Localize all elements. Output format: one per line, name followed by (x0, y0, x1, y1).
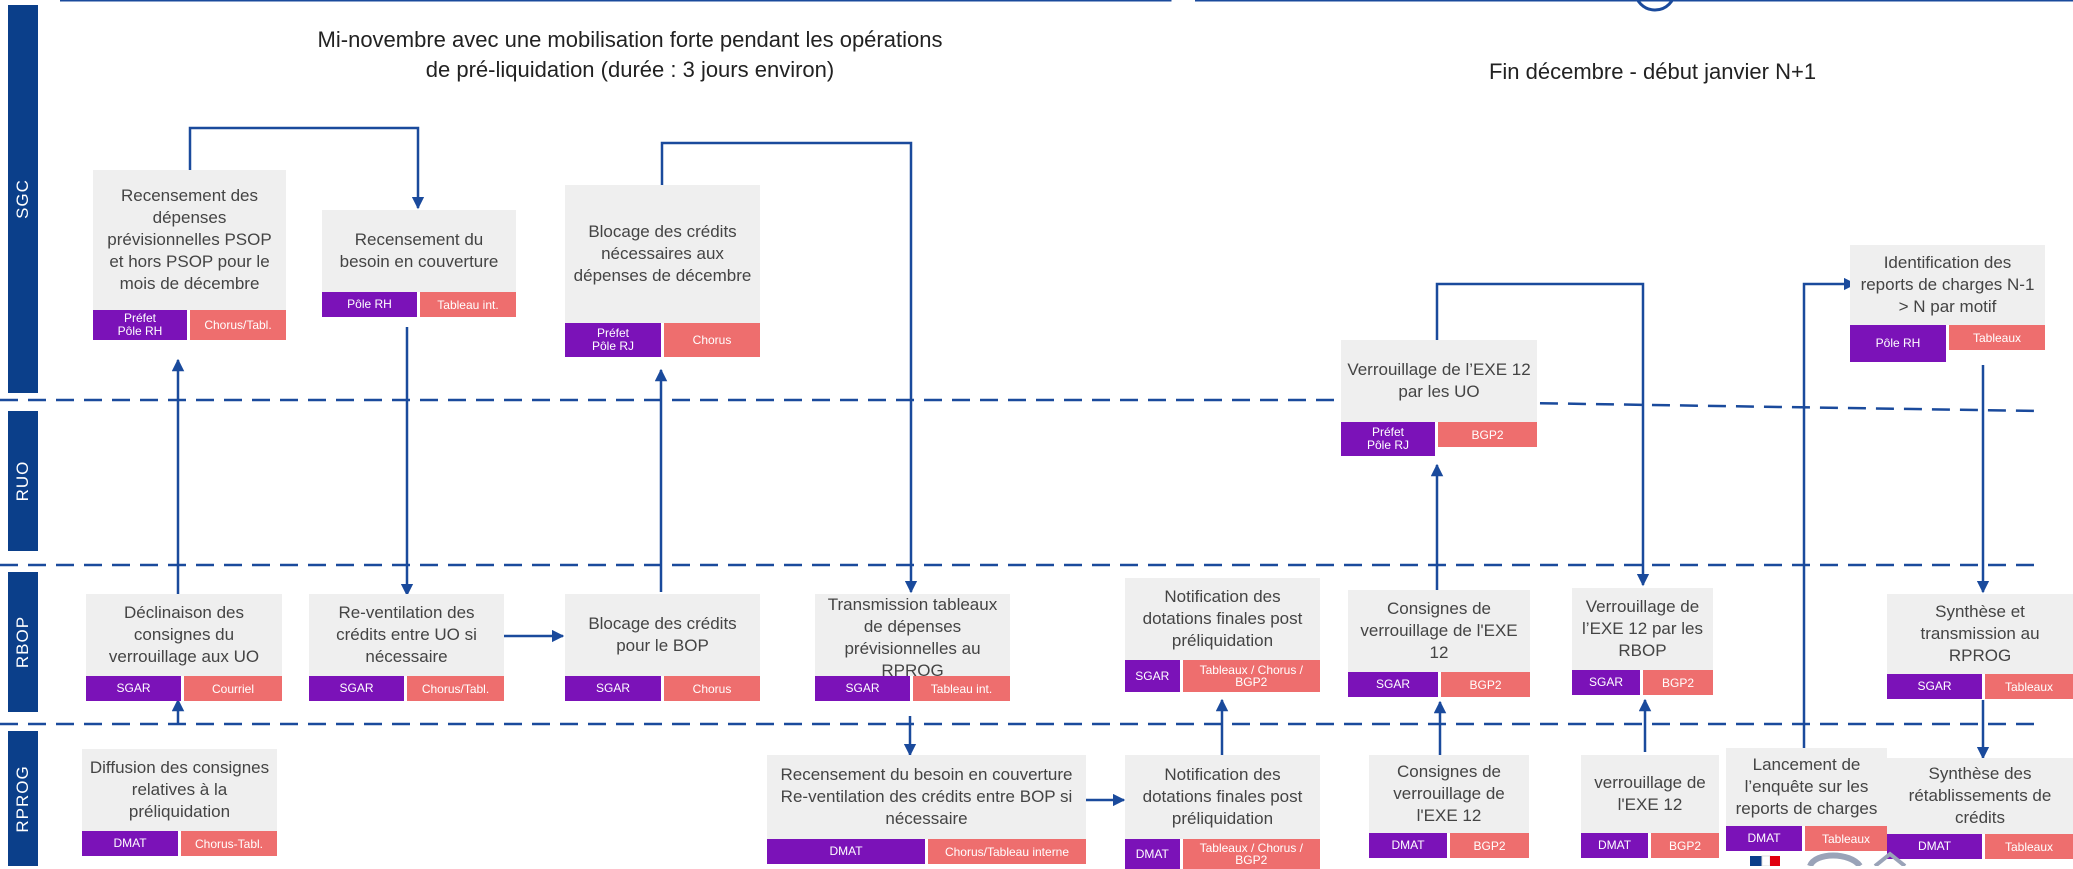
card-consignes-verrouillage-rprog: Consignes de verrouillage de l'EXE 12 DM… (1369, 755, 1529, 858)
phase-header-line: Fin décembre - début janvier N+1 (1488, 59, 1817, 84)
card-verrouillage-uo: Verrouillage de l’EXE 12 par les UO Préf… (1341, 340, 1537, 456)
card-diffusion-consignes: Diffusion des consignes relatives à la p… (82, 749, 277, 856)
tool-tag: BGP2 (1643, 670, 1713, 695)
card-text: Identification des reports de charges N-… (1850, 245, 2045, 325)
card-declinaison-consignes: Déclinaison des consignes du verrouillag… (86, 594, 282, 701)
card-recensement-besoin: Recensement du besoin en couverture Pôle… (322, 210, 516, 317)
actor-tag: Pôle RH (322, 292, 417, 317)
tool-tag: Chorus/Tabl. (190, 310, 286, 340)
card-recensement-reventilation-bop: Recensement du besoin en couverture Re-v… (767, 755, 1086, 864)
arrow-c4-c12 (1435, 282, 1650, 587)
actor-tag: DMAT (1726, 826, 1802, 851)
card-text: Consignes de verrouillage de l'EXE 12 (1369, 755, 1529, 833)
actor-tag: SGAR (1125, 660, 1180, 692)
actor-tag: DMAT (1581, 833, 1648, 858)
lane-separator-1 (0, 398, 2041, 413)
lane-sgc: SGC (8, 5, 38, 393)
card-text: Notification des dotations finales post … (1125, 755, 1320, 839)
actor-tag: Préfet Pôle RJ (565, 323, 661, 357)
card-text: Verrouillage de l’EXE 12 par les UO (1341, 340, 1537, 422)
card-text: Verrouillage de l’EXE 12 par les RBOP (1572, 588, 1713, 670)
tool-tag: Tableaux (1949, 325, 2045, 350)
card-lancement-enquete: Lancement de l’enquête sur les reports d… (1726, 748, 1887, 851)
tool-tag: Courriel (184, 676, 282, 701)
card-text: Recensement du besoin en couverture Re-v… (767, 755, 1086, 839)
tool-tag: Tableau int. (420, 292, 516, 317)
tool-tag: Tableaux / Chorus / BGP2 (1182, 839, 1320, 869)
card-consignes-verrouillage-rbop: Consignes de verrouillage de l'EXE 12 SG… (1348, 590, 1530, 697)
actor-tag: SGAR (565, 676, 661, 701)
lane-rbop: RBOP (8, 572, 38, 712)
actor-tag: Préfet Pôle RJ (1341, 422, 1435, 456)
card-text: Recensement du besoin en couverture (322, 210, 516, 292)
actor-tag: Préfet Pôle RH (93, 310, 187, 340)
tool-tag: Tableaux / Chorus / BGP2 (1182, 660, 1320, 692)
card-text: Transmission tableaux de dépenses prévis… (815, 594, 1010, 676)
card-notification-dotations-rbop: Notification des dotations finales post … (1125, 578, 1320, 692)
card-text: verrouillage de l'EXE 12 (1581, 755, 1719, 833)
arrow-c19-c5 (1802, 277, 1857, 820)
card-verrouillage-rbop: Verrouillage de l’EXE 12 par les RBOP SG… (1572, 588, 1713, 695)
card-identification-reports: Identification des reports de charges N-… (1850, 245, 2045, 362)
actor-tag: SGAR (815, 676, 910, 701)
actor-tag: SGAR (1887, 674, 1982, 699)
card-text: Blocage des crédits pour le BOP (565, 594, 760, 676)
phase-header-left: Mi-novembre avec une mobilisation forte … (200, 25, 1060, 85)
phase-header-line: Mi-novembre avec une mobilisation forte … (317, 27, 943, 52)
card-recensement-depenses: Recensement des dépenses prévisionnelles… (93, 170, 286, 340)
actor-tag: SGAR (309, 676, 404, 701)
ministry-logo (1720, 848, 1920, 866)
card-text: Synthèse et transmission au RPROG (1887, 594, 2073, 674)
actor-tag: DMAT (1887, 834, 1982, 859)
tool-tag: Tableaux (1805, 826, 1887, 851)
card-text: Recensement des dépenses prévisionnelles… (93, 170, 286, 310)
tool-tag: Tableau int. (913, 676, 1010, 701)
top-bracket-circle (1635, 0, 1675, 12)
card-text: Re-ventilation des crédits entre UO si n… (309, 594, 504, 676)
tool-tag: BGP2 (1450, 833, 1529, 858)
tool-tag: Tableaux (1985, 834, 2073, 859)
actor-tag: DMAT (767, 839, 925, 864)
tool-tag: Chorus/Tabl. (407, 676, 504, 701)
card-blocage-credits-decembre: Blocage des crédits nécessaires aux dépe… (565, 185, 760, 357)
actor-tag: SGAR (1572, 670, 1640, 695)
arrow-c3-c9 (660, 141, 918, 594)
actor-tag: DMAT (1369, 833, 1447, 858)
phase-header-right: Fin décembre - début janvier N+1 (1400, 57, 1905, 87)
tool-tag: BGP2 (1651, 833, 1719, 858)
card-transmission-tableaux: Transmission tableaux de dépenses prévis… (815, 594, 1010, 701)
actor-tag: SGAR (86, 676, 181, 701)
card-re-ventilation-uo: Re-ventilation des crédits entre UO si n… (309, 594, 504, 701)
card-text: Notification des dotations finales post … (1125, 578, 1320, 660)
tool-tag: Tableaux (1985, 674, 2073, 699)
card-text: Blocage des crédits nécessaires aux dépe… (565, 185, 760, 323)
phase-header-line: de pré-liquidation (durée : 3 jours envi… (425, 57, 835, 82)
actor-tag: Pôle RH (1850, 325, 1946, 362)
card-text: Synthèse des rétablissements de crédits (1887, 758, 2073, 834)
tool-tag: Chorus (664, 676, 760, 701)
tool-tag: Chorus (664, 323, 760, 357)
actor-tag: DMAT (1125, 839, 1180, 869)
tool-tag: Chorus-Tabl. (181, 831, 277, 856)
tool-tag: BGP2 (1441, 672, 1530, 697)
lane-ruo: RUO (8, 411, 38, 551)
card-synthese-retablissements: Synthèse des rétablissements de crédits … (1887, 758, 2073, 859)
card-text: Consignes de verrouillage de l'EXE 12 (1348, 590, 1530, 672)
actor-tag: SGAR (1348, 672, 1438, 697)
card-text: Diffusion des consignes relatives à la p… (82, 749, 277, 831)
lane-rprog: RPROG (8, 731, 38, 866)
arrow-c1-c2 (188, 126, 425, 210)
card-text: Lancement de l’enquête sur les reports d… (1726, 748, 1887, 826)
tool-tag: Chorus/Tableau interne (928, 839, 1086, 864)
tool-tag: BGP2 (1438, 422, 1537, 447)
card-text: Déclinaison des consignes du verrouillag… (86, 594, 282, 676)
card-notification-dotations-rprog: Notification des dotations finales post … (1125, 755, 1320, 869)
actor-tag: DMAT (82, 831, 178, 856)
